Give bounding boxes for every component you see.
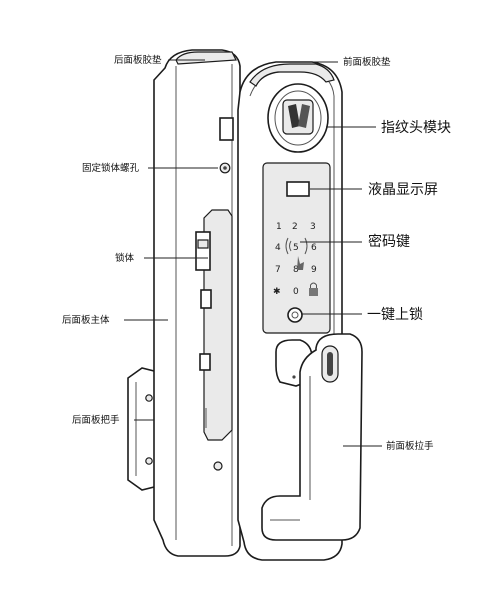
- star-key-icon[interactable]: ✱: [273, 287, 281, 297]
- front-panel: 1 2 3 4 5 6 7 8 9 0 ✱: [237, 61, 363, 561]
- label-front-panel-gasket: 前面板胶垫: [343, 56, 391, 68]
- key-5[interactable]: 5: [293, 243, 299, 253]
- keypad-digits: 1 2 3 4 5 6 7 8 9 0: [275, 222, 317, 297]
- label-front-panel-handle: 前面板拉手: [386, 440, 434, 452]
- label-one-key-lock: 一键上锁: [367, 307, 423, 323]
- label-rear-panel-gasket: 后面板胶垫: [114, 54, 162, 66]
- label-lock-body: 锁体: [115, 252, 135, 264]
- callout-lines: [124, 59, 382, 447]
- rear-panel-gasket-shape: [175, 51, 237, 65]
- key-1[interactable]: 1: [276, 222, 282, 232]
- fingerprint-module: [267, 83, 329, 153]
- front-panel-handle-shape[interactable]: [261, 333, 363, 541]
- front-panel-gasket-shape: [249, 63, 335, 87]
- key-7[interactable]: 7: [275, 265, 281, 275]
- key-2[interactable]: 2: [292, 222, 298, 232]
- card-reader-icon: [285, 237, 308, 255]
- key-9[interactable]: 9: [311, 265, 317, 275]
- key-6[interactable]: 6: [311, 243, 317, 253]
- touch-hand-icon: [297, 256, 304, 270]
- label-mounting-screw-hole: 固定锁体螺孔: [82, 162, 140, 174]
- label-rear-panel-body: 后面板主体: [62, 314, 110, 326]
- key-0[interactable]: 0: [293, 287, 299, 297]
- key-8[interactable]: 8: [293, 265, 299, 275]
- padlock-key-icon[interactable]: [309, 282, 318, 296]
- label-lcd-display: 液晶显示屏: [368, 182, 438, 198]
- key-3[interactable]: 3: [310, 222, 316, 232]
- label-rear-panel-handle: 后面板把手: [72, 414, 120, 426]
- key-4[interactable]: 4: [275, 243, 281, 253]
- labels: 后面板胶垫 前面板胶垫 指纹头模块 固定锁体螺孔 液晶显示屏 密码键 锁体 一键…: [62, 54, 451, 452]
- lcd-screen-shape: [286, 181, 310, 197]
- one-key-lock-button[interactable]: [287, 307, 303, 323]
- label-keypad: 密码键: [368, 233, 410, 250]
- label-fingerprint-head: 指纹头模块: [381, 120, 451, 136]
- rear-panel: [127, 49, 241, 557]
